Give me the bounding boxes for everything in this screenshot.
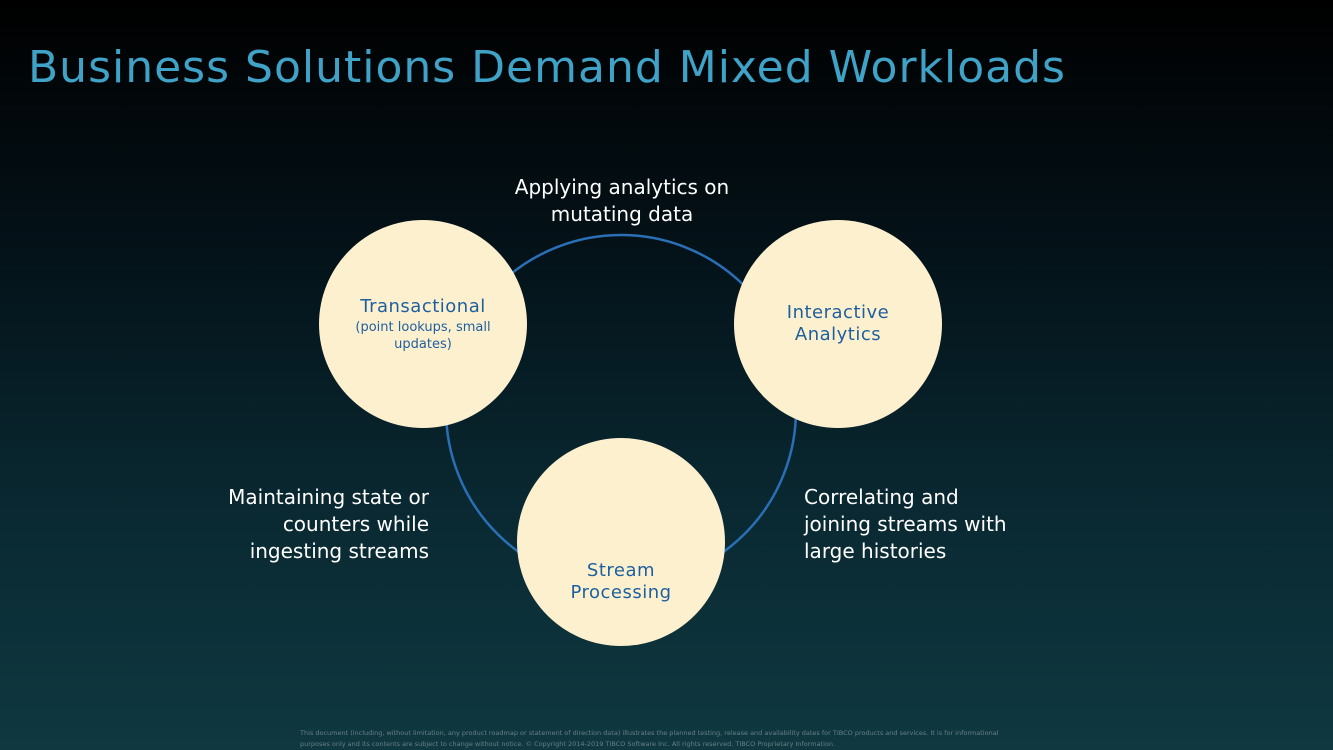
stream-processing-circle: Stream Processing bbox=[517, 438, 725, 646]
interactive-analytics-label: Interactive Analytics bbox=[786, 302, 890, 345]
legal-footer: This document (including, without limita… bbox=[300, 729, 999, 748]
slide-title: Business Solutions Demand Mixed Workload… bbox=[28, 42, 1066, 93]
stream-processing-label: Stream Processing bbox=[570, 560, 672, 603]
transactional-sublabel: (point lookups, small updates) bbox=[355, 319, 491, 352]
caption-top: Applying analytics on mutating data bbox=[514, 175, 730, 226]
transactional-circle: Transactional (point lookups, small upda… bbox=[319, 220, 527, 428]
transactional-label: Transactional bbox=[360, 295, 486, 317]
caption-right: Correlating and joining streams with lar… bbox=[804, 485, 1007, 563]
caption-left: Maintaining state or counters while inge… bbox=[228, 485, 429, 563]
interactive-analytics-circle: Interactive Analytics bbox=[734, 220, 942, 428]
